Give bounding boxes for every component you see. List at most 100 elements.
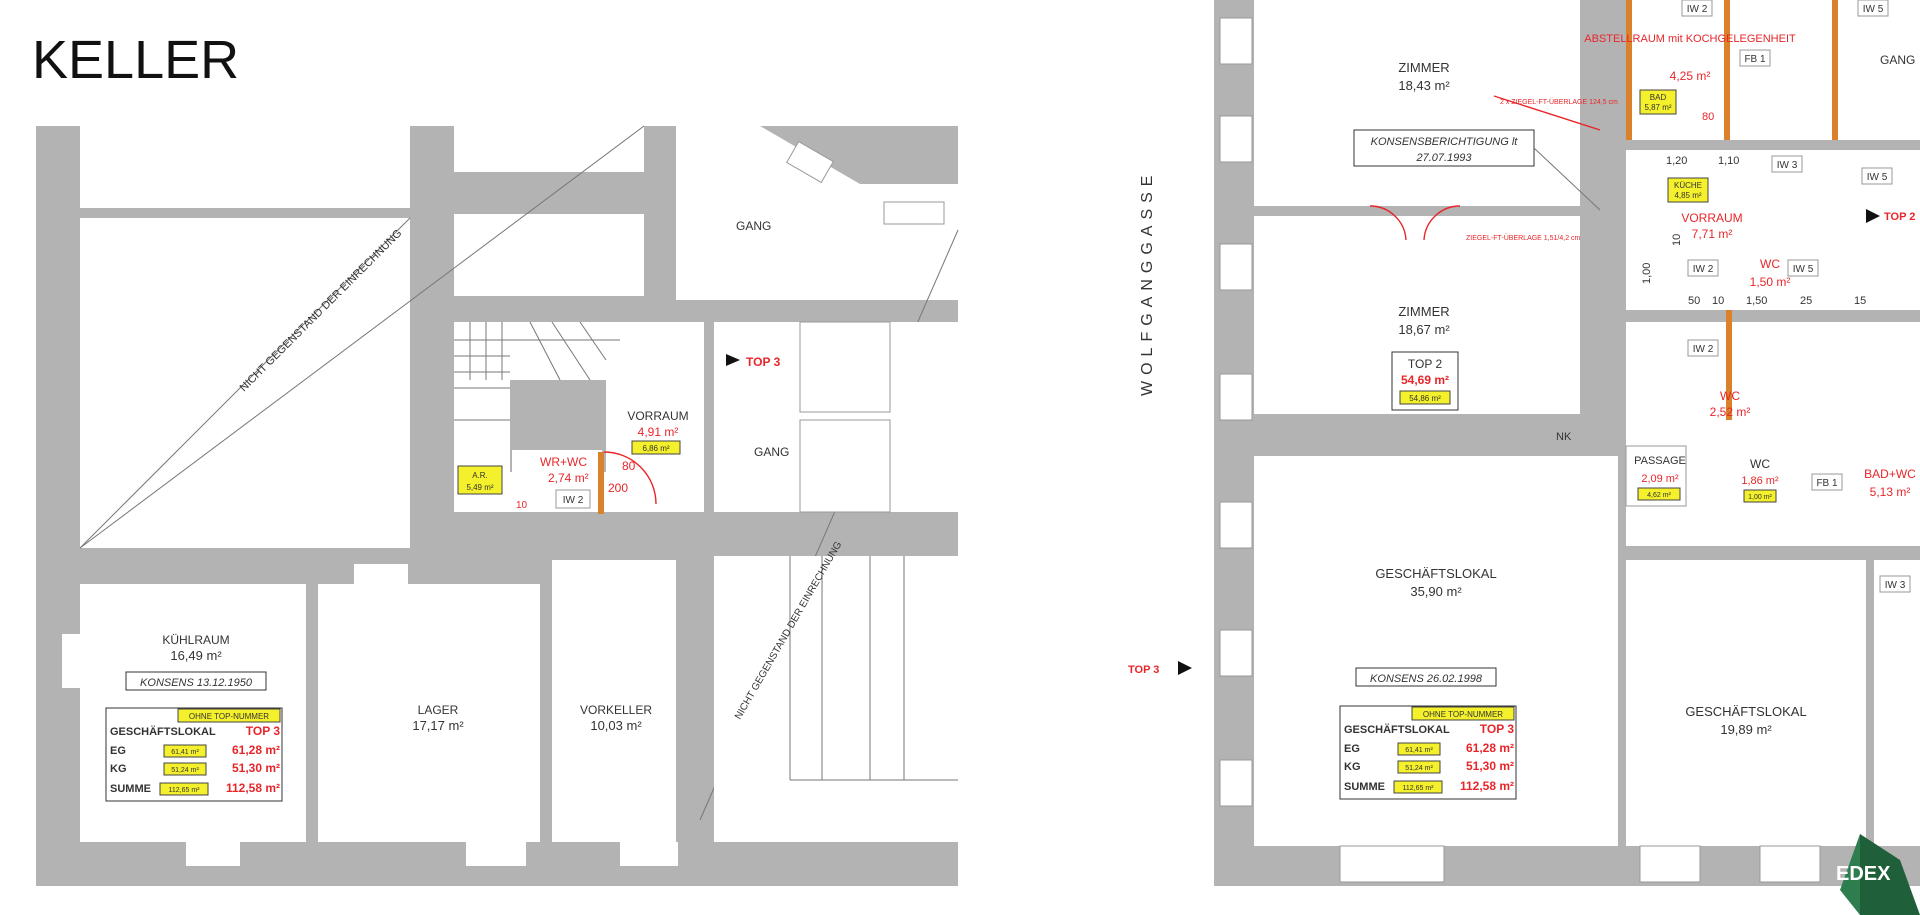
- eg-table-kg-label: KG: [1344, 761, 1361, 773]
- eg-room-wc-2: WC: [1720, 389, 1740, 403]
- keller-table-note: OHNE TOP-NUMMER: [189, 712, 269, 721]
- keller-table-sum-label: SUMME: [110, 783, 151, 795]
- eg-dim-2: 1,10: [1718, 155, 1739, 167]
- eg-top2-marker: TOP 2: [1884, 211, 1915, 223]
- eg-dim-6: 1,50: [1746, 295, 1767, 307]
- eg-top2-arrow-icon: [1866, 209, 1880, 223]
- eg-ziegel-note-2: ZIEGEL-FT-ÜBERLAGE 1,51/4,2 cm: [1466, 234, 1581, 242]
- keller-room-vorraum: VORRAUM: [627, 409, 688, 423]
- keller-room-wrwc: WR+WC: [540, 455, 587, 469]
- eg-table-top: TOP 3: [1480, 722, 1515, 736]
- eg-top3-arrow-icon: [1178, 661, 1192, 675]
- eg-dim-5: 10: [1712, 295, 1724, 307]
- keller-room-vorkeller: VORKELLER: [580, 703, 652, 717]
- eg-dim-4: 50: [1688, 295, 1700, 307]
- eg-summary-table: OHNE TOP-NUMMER GESCHÄFTSLOKAL TOP 3 EG …: [1339, 705, 1517, 800]
- eg-iw-1: IW 2: [1687, 4, 1708, 15]
- keller-iw2: IW 2: [563, 495, 584, 506]
- keller-table-kg-small: 51,24 m²: [171, 767, 199, 774]
- keller-table-eg-label: EG: [110, 745, 126, 757]
- keller-table-eg-value: 61,28 m²: [232, 743, 280, 757]
- eg-fb-2: FB 1: [1744, 54, 1766, 65]
- eg-table-eg-small: 61,41 m²: [1405, 747, 1433, 754]
- keller-konsens-label: KONSENS 13.12.1950: [140, 677, 253, 689]
- keller-room-lager: LAGER: [418, 703, 459, 717]
- keller-table-sum-small: 112,65 m²: [169, 787, 201, 794]
- eg-iw-4: IW 5: [1867, 172, 1888, 183]
- eg-passage-area: 2,09 m²: [1641, 473, 1679, 485]
- eg-zimmer-2-area: 18,67 m²: [1398, 322, 1450, 337]
- eg-iw-5: IW 2: [1693, 264, 1714, 275]
- eg-room-geschaeftslokal-1: GESCHÄFTSLOKAL: [1375, 566, 1496, 581]
- eg-wc-2-area: 2,52 m²: [1710, 405, 1751, 419]
- eg-table-eg-value: 61,28 m²: [1466, 741, 1514, 755]
- eg-wc-3-area2: 1,00 m²: [1748, 494, 1772, 501]
- eg-table-sum-value: 112,58 m²: [1460, 779, 1514, 793]
- eg-table-sum-label: SUMME: [1344, 781, 1385, 793]
- logo-text: EDEX: [1836, 863, 1891, 885]
- keller-table-top: TOP 3: [246, 724, 281, 738]
- eg-table-kg-small: 51,24 m²: [1405, 765, 1433, 772]
- keller-table-title: GESCHÄFTSLOKAL: [110, 725, 216, 738]
- keller-dim-10: 10: [516, 500, 528, 511]
- eg-table-kg-value: 51,30 m²: [1466, 759, 1514, 773]
- eg-top2-small: 54,86 m²: [1409, 394, 1441, 403]
- eg-room-wc-3: WC: [1750, 457, 1770, 471]
- eg-room-abstellraum: ABSTELLRAUM mit KOCHGELEGENHEIT: [1584, 33, 1796, 45]
- sheet-title: KELLER: [32, 30, 239, 90]
- keller-wrwc-area: 2,74 m²: [548, 471, 589, 485]
- eg-room-passage: PASSAGE: [1634, 455, 1686, 467]
- eg-dim-3: 1,00: [1641, 263, 1653, 284]
- eg-plan: ZIMMER 18,43 m² KONSENSBERICHTIGUNG lt 2…: [1128, 0, 1920, 886]
- keller-summary-table: OHNE TOP-NUMMER GESCHÄFTSLOKAL TOP 3 EG …: [105, 707, 283, 802]
- eg-room-wc-1: WC: [1760, 257, 1780, 271]
- eg-geschaeftslokal-1-area: 35,90 m²: [1410, 584, 1462, 599]
- eg-ziegel-note-1: 2 x ZIEGEL-FT-ÜBERLAGE 124,5 cm: [1500, 98, 1618, 106]
- eg-dim-9: 10: [1671, 234, 1683, 246]
- eg-iw-2: IW 5: [1863, 4, 1884, 15]
- eg-iw-8: IW 3: [1885, 580, 1906, 591]
- eg-room-zimmer-2: ZIMMER: [1398, 304, 1449, 319]
- eg-room-badwc: BAD+WC: [1864, 467, 1916, 481]
- keller-table-kg-value: 51,30 m²: [232, 761, 280, 775]
- keller-room-kuehlraum: KÜHLRAUM: [162, 633, 229, 647]
- keller-vorraum-area: 4,91 m²: [638, 425, 679, 439]
- keller-room-gang-1: GANG: [736, 219, 771, 233]
- eg-top2-value: 54,69 m²: [1401, 373, 1449, 387]
- eg-dim-1: 1,20: [1666, 155, 1687, 167]
- keller-room-ar: A.R.: [472, 471, 488, 480]
- street-name-label: WOLFGANGGASSE: [1139, 170, 1156, 396]
- keller-lager-area: 17,17 m²: [412, 718, 464, 733]
- eg-konsens-label: KONSENS 26.02.1998: [1370, 673, 1483, 685]
- eg-abstellraum-area: 4,25 m²: [1670, 69, 1711, 83]
- eg-fb-1: FB 1: [1816, 478, 1838, 489]
- keller-vorkeller-area: 10,03 m²: [590, 718, 642, 733]
- eg-dim-8: 15: [1854, 295, 1866, 307]
- eg-top2-label: TOP 2: [1408, 357, 1443, 371]
- eg-dim-7: 25: [1800, 295, 1812, 307]
- eg-wc-1-area: 1,50 m²: [1750, 275, 1791, 289]
- eg-dim-10: 80: [1702, 111, 1714, 123]
- keller-ar-area: 5,49 m²: [466, 483, 493, 492]
- keller-table-eg-small: 61,41 m²: [171, 749, 199, 756]
- eg-vorraum-area: 7,71 m²: [1692, 227, 1733, 241]
- eg-passage-area2: 4,62 m²: [1647, 492, 1671, 499]
- keller-table-sum-value: 112,58 m²: [226, 781, 280, 795]
- eg-bad-area: 5,87 m²: [1644, 103, 1671, 112]
- eg-wc-3-area: 1,86 m²: [1741, 475, 1779, 487]
- eg-table-note: OHNE TOP-NUMMER: [1423, 710, 1503, 719]
- eg-konsensberichtigung-date: 27.07.1993: [1415, 152, 1472, 164]
- eg-room-bad: BAD: [1650, 93, 1667, 102]
- eg-room-kueche: KÜCHE: [1674, 181, 1702, 190]
- eg-room-zimmer-1: ZIMMER: [1398, 60, 1449, 75]
- keller-top3-marker: TOP 3: [746, 355, 781, 369]
- eg-geschaeftslokal-2-area: 19,89 m²: [1720, 722, 1772, 737]
- keller-kuehlraum-area: 16,49 m²: [170, 648, 222, 663]
- eg-top3-marker: TOP 3: [1128, 664, 1159, 676]
- eg-iw-6: IW 5: [1793, 264, 1814, 275]
- eg-konsensberichtigung: KONSENSBERICHTIGUNG lt: [1371, 136, 1519, 148]
- eg-badwc-area: 5,13 m²: [1870, 485, 1911, 499]
- eg-dim-nk: NK: [1556, 431, 1572, 443]
